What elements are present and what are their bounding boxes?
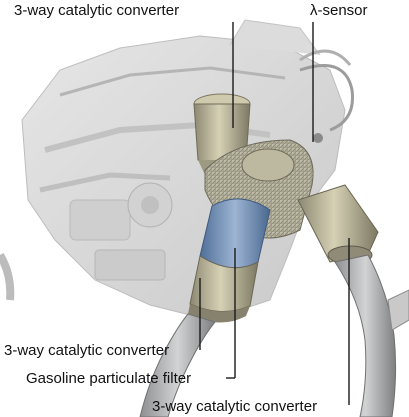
label-top-left-catalytic-converter: 3-way catalytic converter: [14, 2, 180, 19]
engine-block: [0, 19, 355, 321]
label-lambda-sensor: λ-sensor: [310, 2, 368, 19]
leader-lines: [199, 22, 350, 405]
label-gasoline-particulate-filter: Gasoline particulate filter: [26, 370, 192, 387]
lower-catalytic-converter: [188, 255, 259, 323]
exhaust-pipes: [139, 254, 409, 417]
label-right-catalytic-converter: 3-way catalytic converter: [152, 398, 318, 415]
right-catalytic-converter: [297, 184, 379, 265]
label-lower-catalytic-converter: 3-way catalytic converter: [4, 342, 170, 359]
